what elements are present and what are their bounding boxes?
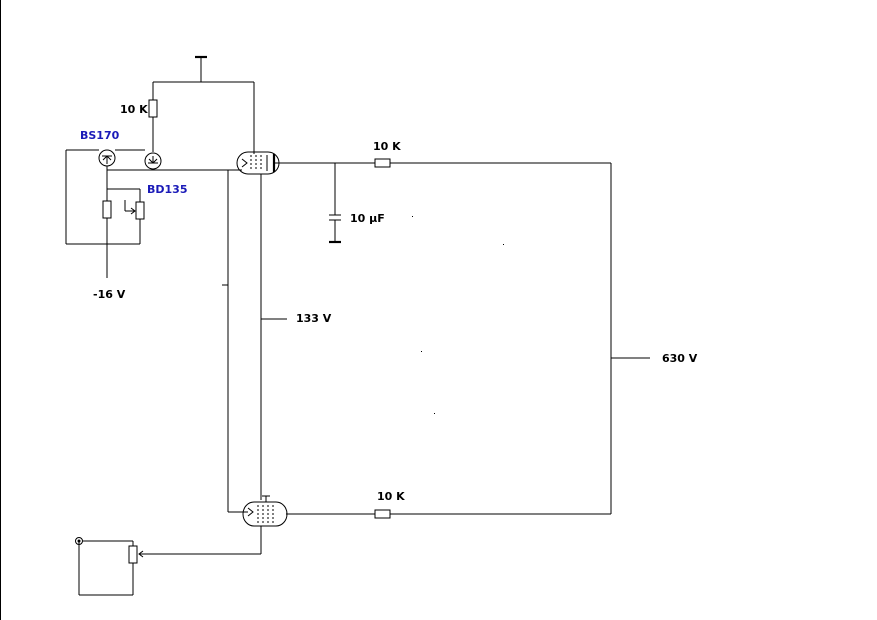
hv-rail (610, 163, 650, 514)
output-wiring (138, 526, 262, 558)
inter-tube-wiring (222, 170, 287, 513)
resistor-source (102, 200, 112, 219)
resistor-10k-lower-plate (374, 509, 391, 519)
bd135-label: BD135 (147, 183, 187, 196)
hv-supply-label: 630 V (662, 352, 698, 365)
bs170-label: BS170 (80, 129, 120, 142)
stray-marks (412, 216, 504, 414)
bs170-transistor (98, 149, 116, 167)
tube-upper (236, 151, 280, 175)
top-rail (152, 55, 255, 154)
tube-lower (242, 495, 288, 527)
resistor-10k-top-label: 10 K (120, 103, 148, 116)
resistor-10k-lower-label: 10 K (377, 490, 405, 503)
capacitor-10uf (329, 163, 341, 244)
neg-supply-label: -16 V (93, 288, 126, 301)
resistor-10k-upper-plate (374, 158, 391, 168)
bd135-transistor (144, 152, 162, 170)
trimmer-bias-arrow (124, 200, 136, 215)
trimmer-bias (135, 201, 145, 220)
driver-wiring (65, 149, 242, 278)
resistor-10k-top (148, 99, 158, 118)
resistor-10k-upper-label: 10 K (373, 140, 401, 153)
mid-voltage-label: 133 V (296, 312, 332, 325)
output-potentiometer (75, 537, 138, 596)
capacitor-label: 10 µF (350, 212, 385, 225)
